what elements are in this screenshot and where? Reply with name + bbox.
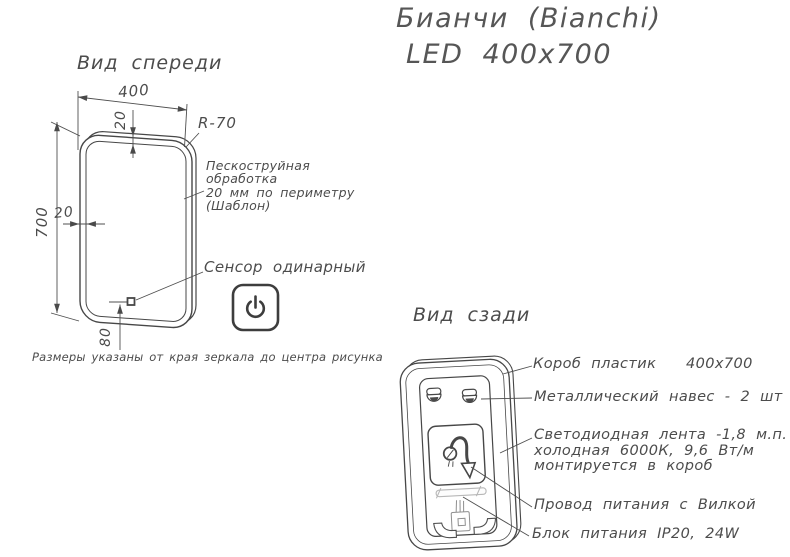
mirror-outline bbox=[79, 131, 197, 329]
sandblast-line-2: обработка bbox=[206, 171, 278, 187]
leader-lines-front bbox=[135, 132, 205, 301]
dimension-lines bbox=[50, 91, 188, 350]
led-label-line-3: монтируется в короб bbox=[534, 458, 714, 475]
cord-leader bbox=[470, 466, 533, 508]
led-strip-bar bbox=[435, 485, 487, 499]
radius-leader bbox=[185, 132, 200, 148]
power-button-icon bbox=[231, 283, 280, 332]
cable-panel bbox=[427, 423, 486, 486]
dim-width-400: 400 bbox=[117, 80, 151, 102]
product-title-line1: Бианчи (Bianchi) bbox=[396, 3, 662, 34]
sandblast-border bbox=[85, 140, 187, 322]
led-leader bbox=[499, 437, 533, 454]
dim-height-700: 700 bbox=[33, 206, 51, 238]
plastic-box-outline bbox=[418, 375, 498, 537]
hanger-leader bbox=[480, 397, 533, 400]
label-power-cord: Провод питания с Вилкой bbox=[534, 497, 756, 513]
back-frame-outline bbox=[399, 355, 522, 551]
hanger-icon-left bbox=[426, 387, 442, 402]
back-view-heading: Вид сзади bbox=[413, 304, 531, 326]
sandblast-line-1: Пескоструйная bbox=[206, 158, 311, 173]
hook-right bbox=[473, 517, 497, 535]
led-label-line-1: Светодиодная лента -1,8 м.п. bbox=[534, 427, 788, 443]
power-supply-unit bbox=[450, 500, 471, 532]
front-view-drawing bbox=[50, 91, 280, 350]
sensor-marker bbox=[126, 297, 136, 306]
psu-leader bbox=[462, 496, 530, 537]
power-cord-icon bbox=[442, 436, 477, 480]
label-plastic-box: Короб пластик bbox=[533, 356, 657, 372]
leader-lines-back bbox=[462, 365, 533, 537]
label-plastic-box-size: 400x700 bbox=[686, 356, 753, 372]
dim-sensor-offset-80: 80 bbox=[98, 327, 114, 347]
power-glyph-arc bbox=[245, 300, 266, 319]
sandblast-line-4: (Шаблон) bbox=[206, 198, 271, 214]
dim-border-left-20: 20 bbox=[53, 204, 75, 222]
label-metal-hanger: Металлический навес - 2 шт bbox=[534, 389, 783, 405]
box-leader bbox=[502, 365, 533, 375]
label-led-strip: Светодиодная лента -1,8 м.п. холодная 60… bbox=[534, 427, 788, 475]
sandblast-line-3: 20 мм по периметру bbox=[206, 184, 355, 200]
dimensions-note: Размеры указаны от края зеркала до центр… bbox=[32, 350, 383, 364]
sensor-label: Сенсор одинарный bbox=[204, 258, 366, 276]
label-power-supply: Блок питания IP20, 24W bbox=[532, 526, 740, 542]
sandblast-leader bbox=[183, 190, 205, 200]
corner-radius-label: R-70 bbox=[198, 114, 237, 132]
hanger-icon-right bbox=[461, 388, 478, 404]
hook-left bbox=[433, 522, 458, 539]
back-view-drawing bbox=[399, 355, 522, 551]
plug-icon bbox=[460, 461, 477, 480]
front-view-heading: Вид спереди bbox=[77, 52, 223, 74]
sensor-leader bbox=[135, 271, 204, 301]
frame-hooks bbox=[433, 517, 497, 539]
led-label-line-2: холодная 6000К, 9,6 Вт/м bbox=[534, 442, 755, 459]
dim-border-top-20: 20 bbox=[113, 110, 129, 130]
product-title-line2: LED 400x700 bbox=[406, 39, 613, 70]
sandblast-annotation: Пескоструйная обработка 20 мм по перимет… bbox=[206, 159, 355, 213]
